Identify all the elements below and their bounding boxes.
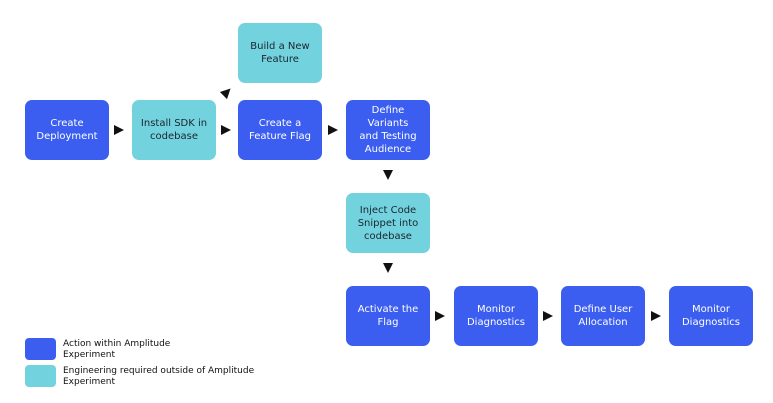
build-feature-step: Build a New Feature: [238, 23, 322, 83]
activate-flag-step: Activate the Flag: [346, 286, 430, 346]
arrow-right-icon: [328, 125, 338, 135]
activate-flag-label: Activate the Flag: [357, 304, 419, 328]
arrow-right-icon: [114, 125, 124, 135]
legend-action-swatch: [25, 338, 56, 360]
create-deployment-label: Create Deployment: [36, 118, 98, 142]
arrow-right-icon: [221, 125, 231, 135]
arrow-right-icon: [435, 311, 445, 321]
define-variants-step: Define Variants and Testing Audience: [346, 100, 430, 160]
legend-engineering-label: Engineering required outside of Amplitud…: [63, 366, 255, 387]
arrow-down-icon: [383, 263, 393, 273]
define-allocation-label: Define User Allocation: [573, 304, 633, 328]
define-variants-label: Define Variants and Testing Audience: [359, 105, 417, 155]
create-flag-step: Create a Feature Flag: [238, 100, 322, 160]
arrow-right-icon: [543, 311, 553, 321]
legend-action-label: Action within Amplitude Experiment: [63, 339, 171, 360]
arrow-diagonal-icon: [219, 84, 235, 100]
define-allocation-step: Define User Allocation: [561, 286, 645, 346]
create-flag-label: Create a Feature Flag: [249, 118, 311, 142]
arrow-right-icon: [651, 311, 661, 321]
arrow-down-icon: [383, 170, 393, 180]
legend-engineering-swatch: [25, 365, 56, 387]
install-sdk-step: Install SDK in codebase: [132, 100, 216, 160]
build-feature-label: Build a New Feature: [250, 41, 310, 65]
monitor-diagnostics-label: Monitor Diagnostics: [466, 304, 526, 328]
install-sdk-label: Install SDK in codebase: [140, 118, 208, 142]
inject-code-step: Inject Code Snippet into codebase: [346, 193, 430, 253]
inject-code-label: Inject Code Snippet into codebase: [357, 204, 419, 242]
create-deployment-step: Create Deployment: [25, 100, 109, 160]
monitor-diagnostics-step: Monitor Diagnostics: [454, 286, 538, 346]
monitor-diagnostics-step: Monitor Diagnostics: [669, 286, 753, 346]
monitor-diagnostics-label: Monitor Diagnostics: [681, 304, 741, 328]
